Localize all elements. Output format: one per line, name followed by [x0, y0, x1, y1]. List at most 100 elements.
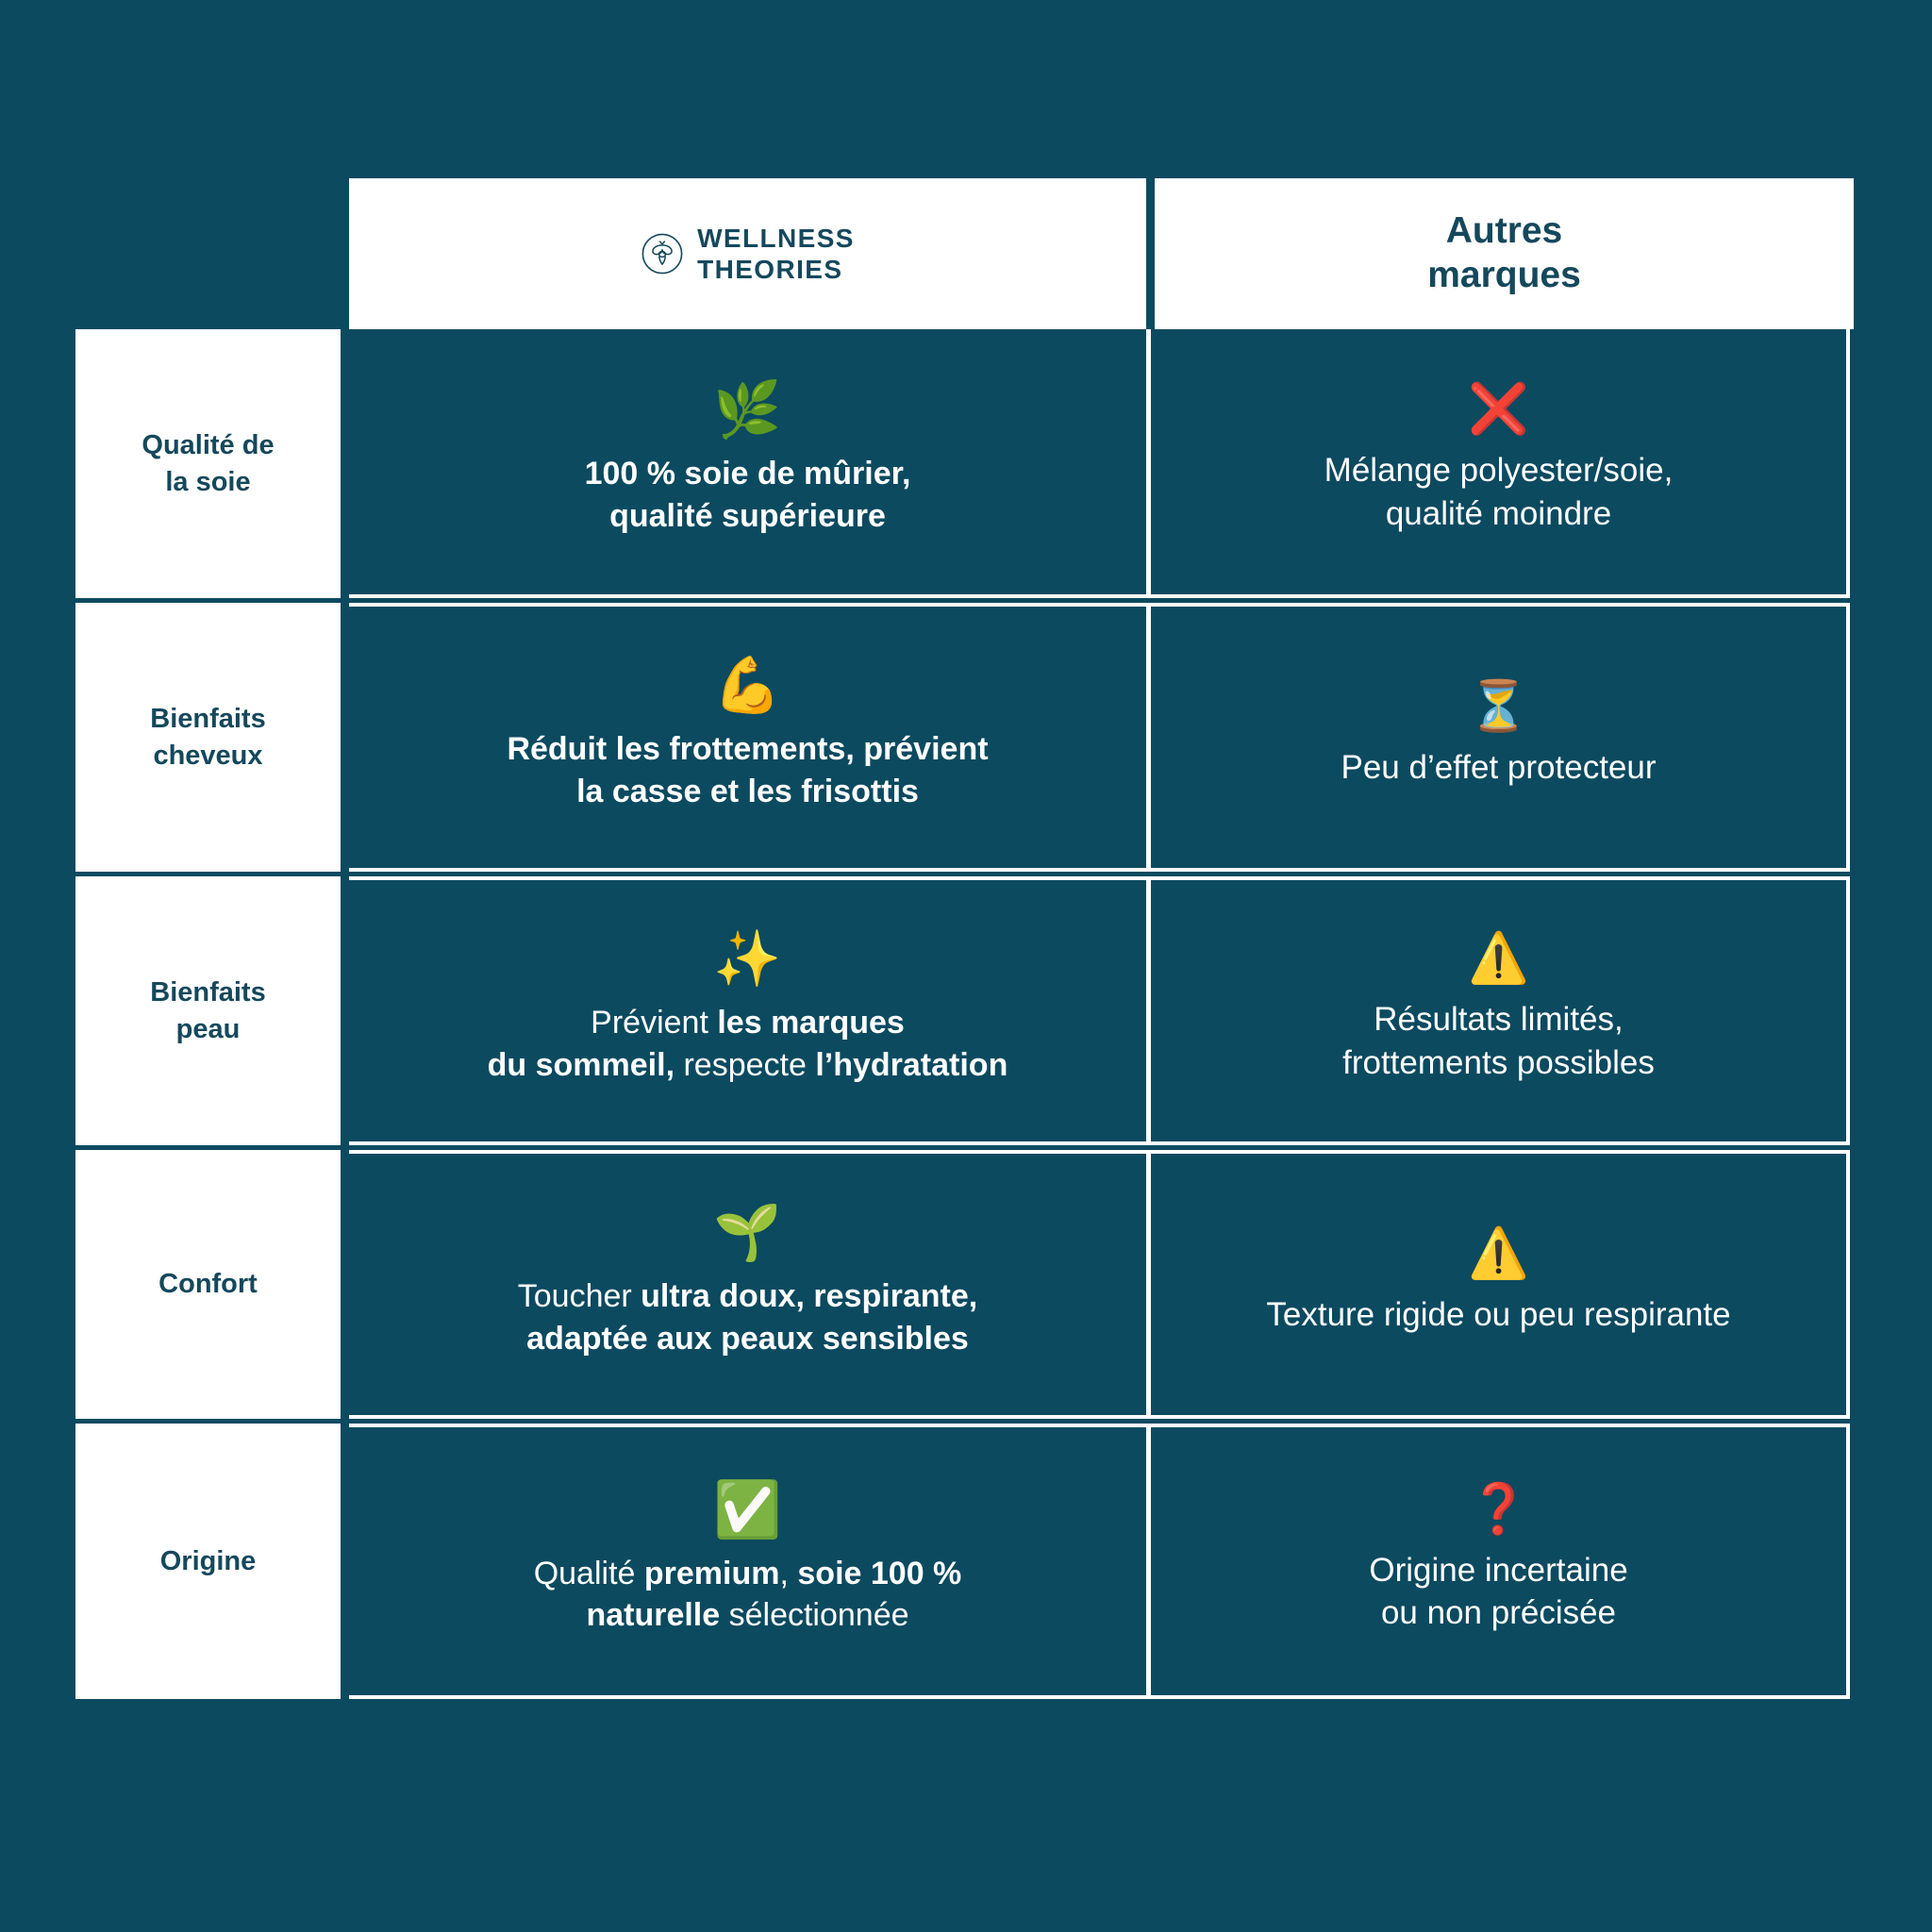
cell-text-line: Réduit les frottements, prévient — [507, 728, 988, 770]
white-check-mark-button-emoji: ✅ — [713, 1478, 782, 1541]
header-cell-brand: WELLNESS THEORIES — [349, 178, 1146, 329]
other-brands-title-line2: marques — [1427, 255, 1581, 295]
cell-text-line: adaptée aux peaux sensibles — [526, 1318, 969, 1359]
cell-text-span: , — [779, 1555, 798, 1591]
cell-text-emphasis: du sommeil, — [487, 1046, 675, 1083]
cell-text-emphasis: 100 % soie de mûrier, — [584, 456, 911, 492]
column-divider — [1146, 1424, 1151, 1699]
cell-text-span: Mélange polyester/soie, — [1324, 452, 1674, 489]
row-label-line: Qualité de — [142, 430, 275, 461]
cell-text-line: Prévient les marques — [591, 1002, 905, 1043]
cell-text-span: Peu d’effet protecteur — [1341, 748, 1657, 786]
cell-text-span: ou non précisée — [1380, 1594, 1617, 1631]
table-header-row: WELLNESS THEORIES Autres marques — [349, 178, 1854, 329]
cell-text-line: ou non précisée — [1381, 1591, 1616, 1635]
warning-sign-emoji: ⚠️ — [1468, 1225, 1529, 1281]
cell-text-span: frottements possibles — [1342, 1043, 1655, 1081]
column-divider — [1146, 329, 1151, 598]
label-column-gap — [341, 329, 349, 598]
row-label-cell: Qualité de la soie — [75, 329, 341, 598]
cell-text-emphasis: soie 100 % — [797, 1555, 962, 1591]
table-row: Qualité de la soie 🌿 100 % soie de mûrier, q… — [75, 329, 1854, 603]
brand-wordmark-line1: WELLNESS — [697, 223, 855, 253]
cell-text-emphasis: l’hydratation — [815, 1046, 1008, 1083]
cell-text-span: Texture rigide ou peu respirante — [1266, 1295, 1731, 1333]
other-brands-value-cell: ❓ Origine incertaine ou non précisée — [1151, 1424, 1850, 1699]
label-column-gap — [341, 876, 349, 1145]
cell-text-emphasis: la casse et les frisottis — [576, 773, 919, 809]
brand-wordmark-line2: THEORIES — [697, 255, 843, 284]
cell-text-line: frottements possibles — [1342, 1041, 1655, 1085]
table-row: Confort🌱Toucher ultra doux, respirante,a… — [75, 1150, 1854, 1424]
cell-text-line: Origine incertaine — [1369, 1549, 1627, 1592]
hourglass-emoji: ⏳ — [1468, 678, 1529, 734]
warning-sign-emoji: ⚠️ — [1468, 931, 1529, 986]
cell-text-line: Toucher ultra doux, respirante, — [518, 1275, 978, 1317]
cell-text-line: Peu d’effet protecteur — [1341, 746, 1656, 790]
brand-wordmark: WELLNESS THEORIES — [697, 223, 855, 285]
row-label-line: Origine — [159, 1545, 257, 1576]
row-label-line: la soie — [165, 466, 251, 497]
other-brands-value-cell: ⚠️ Résultats limités, frottements possible… — [1151, 876, 1850, 1145]
cell-text-span: Origine incertaine — [1369, 1551, 1628, 1589]
row-label-text: Qualité de la soie — [142, 427, 274, 500]
row-label-line: Confort — [158, 1269, 258, 1300]
brand-value-cell: 🌱Toucher ultra doux, respirante,adaptée … — [349, 1150, 1146, 1419]
cell-text-emphasis: ultra doux, respirante, — [641, 1278, 978, 1315]
cell-text-line: du sommeil, respecte l’hydratation — [488, 1044, 1008, 1086]
botanical-bee-circle-logo-icon — [641, 232, 684, 275]
flexed-biceps-emoji: 💪 — [713, 655, 782, 717]
label-column-gap — [341, 603, 349, 872]
row-label-cell: Confort — [75, 1150, 341, 1419]
cell-text-emphasis: premium — [643, 1555, 780, 1591]
cell-text-span: Toucher — [517, 1278, 641, 1315]
cell-text-line: qualité moindre — [1386, 492, 1611, 536]
cell-text-line: Résultats limités, — [1374, 998, 1624, 1041]
cell-text-emphasis: adaptée aux peaux sensibles — [526, 1320, 969, 1357]
brand-value-cell: 🌿 100 % soie de mûrier, qualité supérieure — [349, 329, 1146, 598]
red-question-mark-emoji: ❓ — [1468, 1481, 1529, 1537]
cell-text-span: sélectionnée — [720, 1597, 909, 1633]
comparison-table: WELLNESS THEORIES Autres marques Qualité… — [75, 178, 1854, 1699]
other-brands-title: Autres marques — [1427, 209, 1581, 298]
row-label-text: Origine — [160, 1543, 257, 1579]
cell-text-emphasis: les marques — [717, 1005, 905, 1041]
cell-text-line: qualité supérieure — [609, 495, 886, 537]
column-divider — [1146, 876, 1151, 1145]
herb-leaf-emoji: 🌿 — [713, 379, 782, 441]
table-row: Origine✅Qualité premium, soie 100 %natur… — [75, 1424, 1854, 1699]
cell-text-span: qualité moindre — [1385, 494, 1612, 532]
row-label-line: Bienfaits — [150, 977, 266, 1008]
cell-text-line: 100 % soie de mûrier, — [585, 453, 911, 494]
cell-text-emphasis: qualité supérieure — [609, 497, 886, 534]
seedling-emoji: 🌱 — [713, 1202, 782, 1264]
cell-text-emphasis: naturelle — [586, 1597, 721, 1633]
red-cross-mark-emoji: ❌ — [1468, 382, 1529, 437]
row-label-line: Bienfaits — [150, 704, 266, 735]
cell-text-line: la casse et les frisottis — [576, 771, 919, 812]
label-column-gap — [341, 1424, 349, 1699]
cell-text-span: Prévient — [591, 1005, 718, 1041]
column-divider — [1146, 1150, 1151, 1419]
cell-text-span: Résultats limités, — [1374, 1001, 1624, 1038]
brand-value-cell: ✅Qualité premium, soie 100 %naturelle sé… — [349, 1424, 1146, 1699]
column-divider — [1146, 603, 1151, 872]
brand-value-cell: 💪 Réduit les frottements, prévient la cass… — [349, 603, 1146, 872]
brand-logo-lockup: WELLNESS THEORIES — [641, 223, 855, 285]
table-body: Qualité de la soie 🌿 100 % soie de mûrier, q… — [75, 329, 1854, 1699]
cell-text-emphasis: Réduit les frottements, prévient — [507, 731, 989, 768]
label-column-gap — [341, 1150, 349, 1419]
other-brands-value-cell: ⚠️ Texture rigide ou peu respirante — [1151, 1150, 1850, 1419]
other-brands-title-line1: Autres — [1445, 210, 1563, 252]
cell-text-span: Qualité — [533, 1555, 644, 1591]
header-cell-other-brands: Autres marques — [1155, 178, 1854, 329]
cell-text-line: naturelle sélectionnée — [586, 1594, 908, 1636]
